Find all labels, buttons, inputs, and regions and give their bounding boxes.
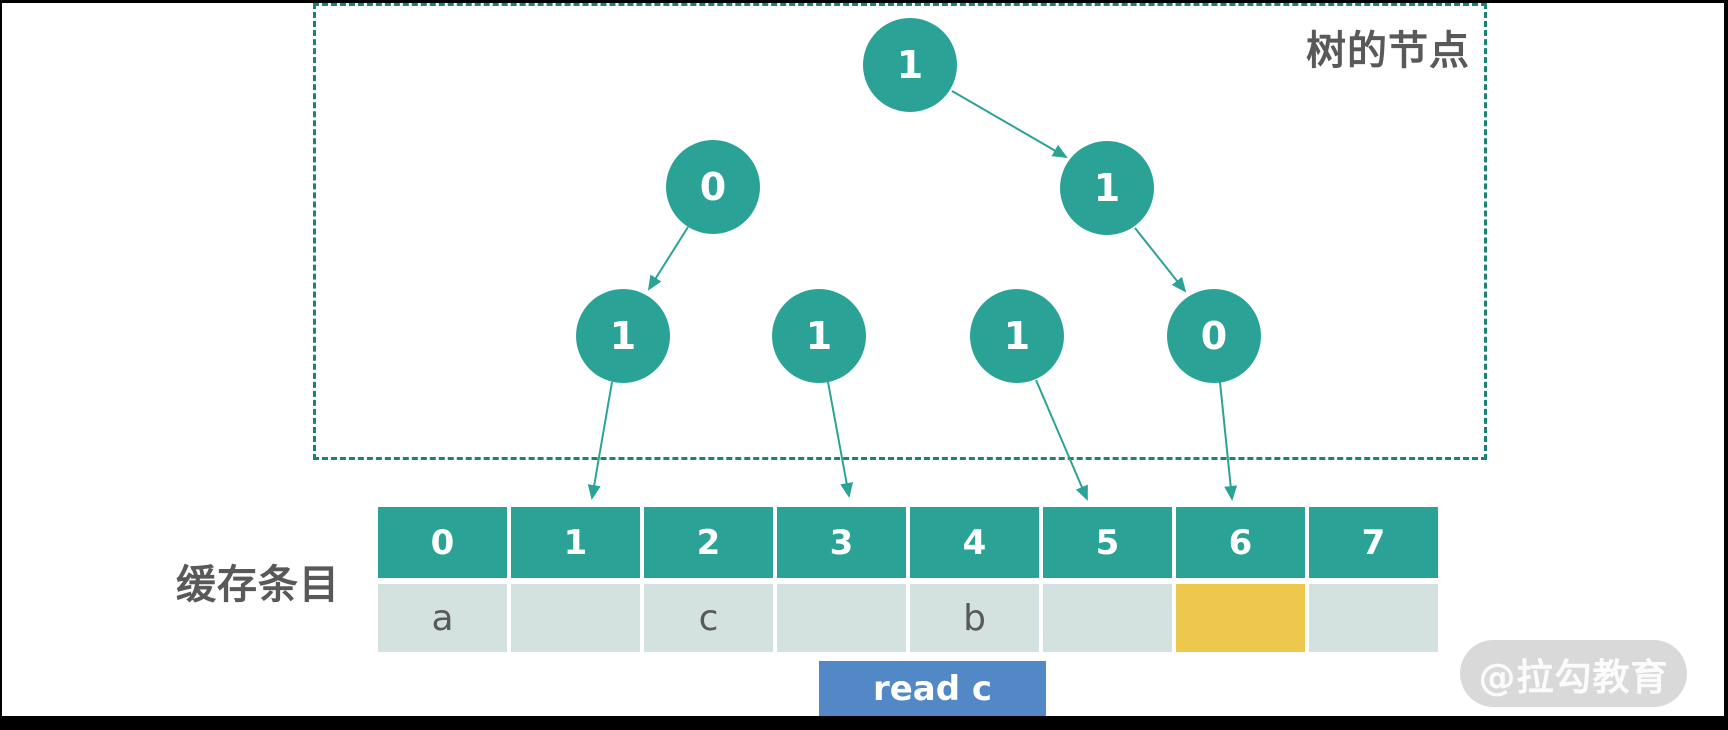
cache-index-row: 0 1 2 3 4 5 6 7: [378, 507, 1438, 578]
cache-value-cell: [1043, 584, 1172, 652]
frame-bar-left: [0, 0, 2, 730]
cache-value-row: a c b: [378, 584, 1438, 652]
cache-value-cell: c: [644, 584, 773, 652]
cache-index-cell: 5: [1043, 507, 1172, 578]
cache-value-cell: [1309, 584, 1438, 652]
tree-group-label: 树的节点: [1306, 28, 1470, 74]
tree-node-right: 1: [1060, 141, 1154, 235]
cache-index-cell: 0: [378, 507, 507, 578]
cache-value-cell: [1176, 584, 1305, 652]
cache-index-cell: 6: [1176, 507, 1305, 578]
tree-node-leaf-2: 1: [970, 289, 1064, 383]
tree-node-leaf-0: 1: [576, 289, 670, 383]
tree-node-leaf-1: 1: [772, 289, 866, 383]
read-c-action-label: read c: [819, 661, 1046, 716]
tree-node-leaf-3: 0: [1167, 289, 1261, 383]
cache-entries-label: 缓存条目: [176, 562, 340, 608]
frame-bar-top: [0, 0, 1728, 3]
tree-node-root: 1: [863, 18, 957, 112]
watermark-badge: @拉勾教育: [1460, 640, 1687, 707]
cache-value-cell: b: [910, 584, 1039, 652]
cache-table: 0 1 2 3 4 5 6 7 a c b: [378, 507, 1438, 652]
cache-index-cell: 4: [910, 507, 1039, 578]
cache-value-cell: [777, 584, 906, 652]
cache-index-cell: 7: [1309, 507, 1438, 578]
tree-nodes-group-box: [313, 3, 1487, 460]
cache-index-cell: 2: [644, 507, 773, 578]
cache-index-cell: 3: [777, 507, 906, 578]
cache-value-cell: [511, 584, 640, 652]
tree-node-left: 0: [666, 140, 760, 234]
cache-index-cell: 1: [511, 507, 640, 578]
frame-bar-bottom: [0, 716, 1728, 730]
cache-value-cell: a: [378, 584, 507, 652]
frame-bar-right: [1724, 0, 1728, 730]
